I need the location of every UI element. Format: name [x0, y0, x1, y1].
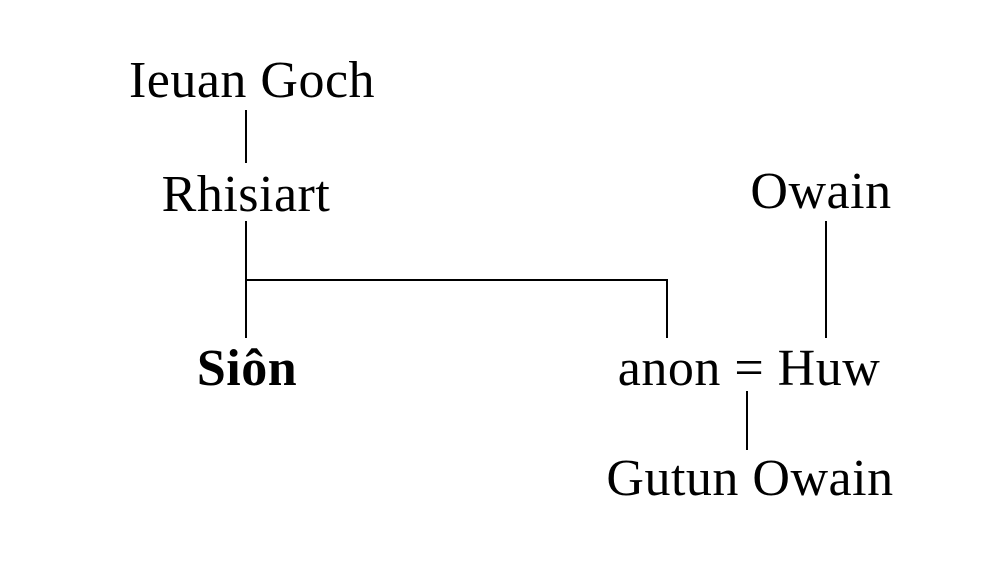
node-anon-huw-marriage: anon = Huw	[617, 340, 881, 397]
node-ieuan-goch: Ieuan Goch	[128, 52, 376, 109]
connector-owain-to-huw	[825, 221, 827, 338]
connector-marriage-to-gutun-owain	[746, 391, 748, 450]
connector-sibling-bar	[245, 279, 668, 281]
connector-ieuan-goch-to-rhisiart	[245, 110, 247, 163]
node-owain: Owain	[750, 163, 892, 220]
node-rhisiart: Rhisiart	[161, 166, 331, 223]
node-gutun-owain: Gutun Owain	[606, 450, 894, 507]
connector-bar-to-anon	[666, 279, 668, 338]
node-sion: Siôn	[196, 340, 298, 397]
